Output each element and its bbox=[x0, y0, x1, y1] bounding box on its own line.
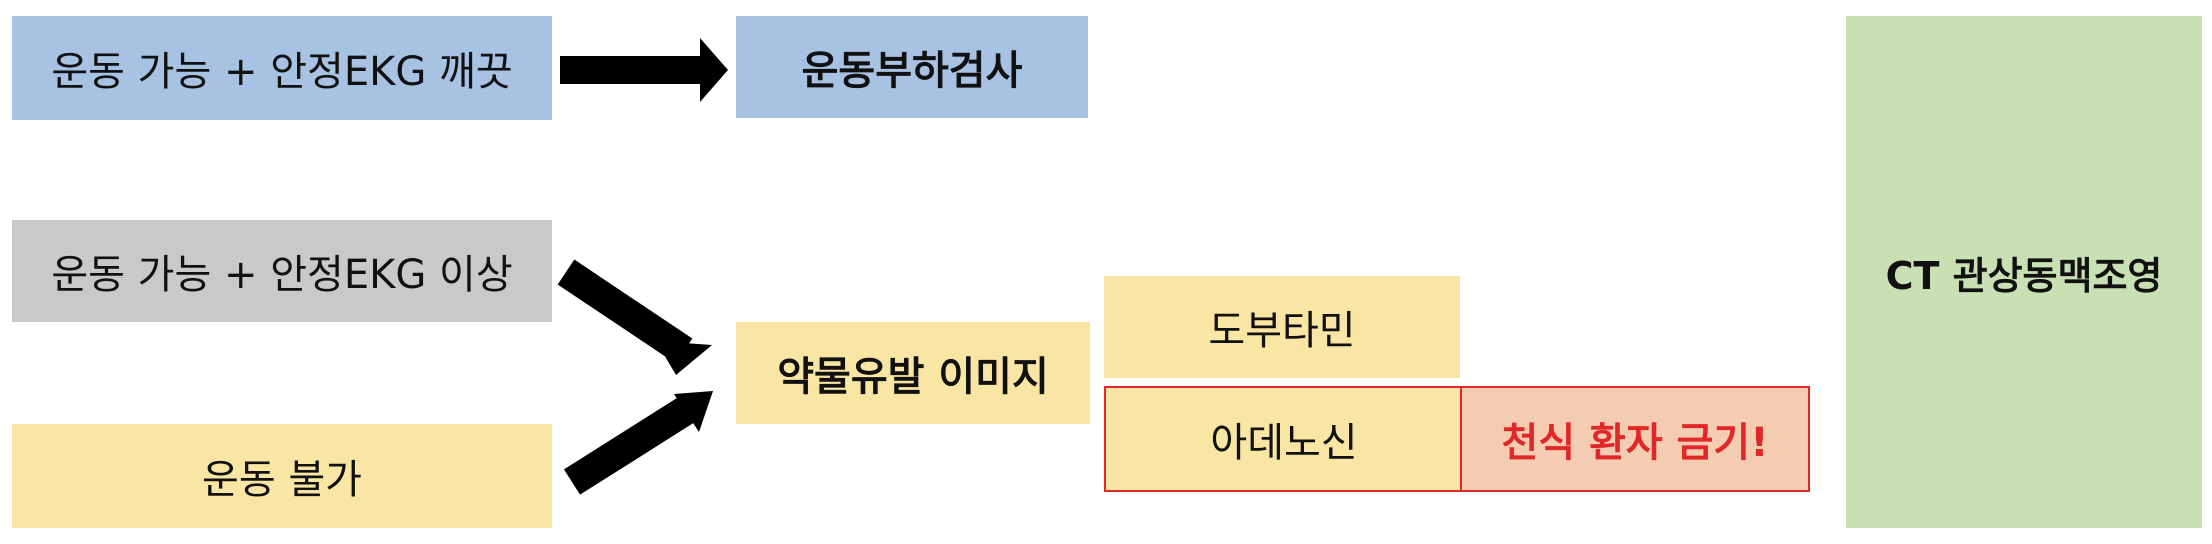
arrow-to-exercise-test bbox=[560, 38, 728, 102]
node-ct-coronary-angiography-label: CT 관상동맥조영 bbox=[1885, 253, 2163, 298]
node-adenosine: 아데노신 bbox=[1104, 386, 1462, 492]
node-exercise-ok-clean-ekg: 운동 가능 + 안정EKG 깨끗 bbox=[12, 16, 552, 120]
node-pharmacologic-stress-imaging-label: 약물유발 이미지 bbox=[777, 354, 1049, 400]
arrow-abnormal-to-pharm bbox=[557, 259, 712, 375]
node-ct-coronary-angiography: CT 관상동맥조영 bbox=[1846, 16, 2202, 528]
node-asthma-contraindication-label: 천식 환자 금기! bbox=[1501, 420, 1769, 466]
node-asthma-contraindication: 천식 환자 금기! bbox=[1460, 386, 1810, 492]
node-dobutamine: 도부타민 bbox=[1104, 276, 1460, 378]
node-dobutamine-label: 도부타민 bbox=[1208, 308, 1356, 354]
node-exercise-stress-test: 운동부하검사 bbox=[736, 16, 1088, 118]
node-exercise-not-possible: 운동 불가 bbox=[12, 424, 552, 528]
node-exercise-ok-abnormal-ekg: 운동 가능 + 안정EKG 이상 bbox=[12, 220, 552, 322]
node-exercise-ok-abnormal-ekg-label: 운동 가능 + 안정EKG 이상 bbox=[51, 252, 513, 298]
node-exercise-ok-clean-ekg-label: 운동 가능 + 안정EKG 깨끗 bbox=[51, 49, 513, 95]
node-pharmacologic-stress-imaging: 약물유발 이미지 bbox=[736, 322, 1090, 424]
node-adenosine-label: 아데노신 bbox=[1210, 420, 1358, 466]
node-exercise-not-possible-label: 운동 불가 bbox=[202, 457, 362, 503]
node-exercise-stress-test-label: 운동부하검사 bbox=[801, 48, 1023, 94]
arrow-notpossible-to-pharm bbox=[563, 391, 713, 495]
